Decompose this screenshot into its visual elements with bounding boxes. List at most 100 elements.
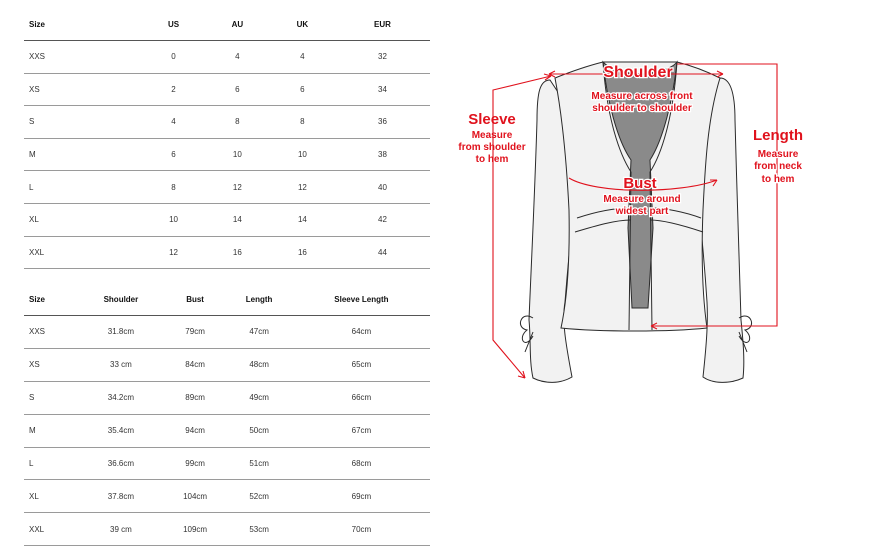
size-cell: M [24,414,78,448]
value-cell: 31.8cm [77,315,165,349]
value-cell: 53cm [225,512,293,547]
value-cell: 6 [269,73,335,107]
value-cell: 37.8cm [77,479,165,514]
column-header: Size [24,283,78,316]
length-desc: Measure [758,149,799,160]
column-header: Length [225,283,293,316]
waist-lace-right [649,207,702,219]
value-cell: 8 [269,105,335,139]
left-cuff-tie [519,315,534,353]
size-cell: L [24,447,78,481]
value-cell: 2 [142,73,205,107]
value-cell: 47cm [225,315,293,349]
length-desc: to hem [762,174,795,185]
value-cell: 89cm [164,381,226,415]
value-cell: 65cm [292,348,430,382]
value-cell: 14 [204,203,270,237]
size-cell: XL [24,203,143,237]
value-cell: 6 [142,138,205,172]
size-cell: L [24,170,143,204]
bust-arrow [568,177,718,191]
value-cell: 12 [269,170,335,204]
size-cell: XXL [24,512,78,547]
front-edge-right [649,61,678,331]
value-cell: 68cm [292,447,430,481]
value-cell: 32 [334,40,430,74]
value-cell: 48cm [225,348,293,382]
value-cell: 38 [334,138,430,172]
value-cell: 35.4cm [77,414,165,448]
value-cell: 10 [142,203,205,237]
size-cell: XXS [24,40,143,74]
column-header: Bust [164,283,226,316]
value-cell: 10 [204,138,270,172]
waist-lace-right-2 [649,219,704,233]
value-cell: 99cm [164,447,226,481]
length-desc: from neck [754,161,802,172]
shoulder-label: Shoulder [603,64,672,81]
value-cell: 64cm [292,315,430,349]
column-header: Size [24,8,143,41]
shoulder-desc: shoulder to shoulder [592,103,692,114]
size-cell: XXS [24,315,78,349]
shoulder-desc: Measure across front [591,91,693,102]
value-cell: 50cm [225,414,293,448]
value-cell: 14 [269,203,335,237]
sleeve-arrow [492,75,552,379]
value-cell: 66cm [292,381,430,415]
sleeve-desc: Measure [472,130,513,141]
value-cell: 36 [334,105,430,139]
value-cell: 94cm [164,414,226,448]
value-cell: 8 [204,105,270,139]
value-cell: 8 [142,170,205,204]
value-cell: 16 [204,236,270,270]
length-label: Length [753,127,803,144]
value-cell: 4 [269,40,335,74]
value-cell: 79cm [164,315,226,349]
value-cell: 70cm [292,512,430,547]
size-cell: S [24,381,78,415]
bust-desc: Measure around [603,194,680,205]
bust-label: Bust [623,175,656,192]
value-cell: 42 [334,203,430,237]
value-cell: 4 [204,40,270,74]
size-cell: XS [24,348,78,382]
right-cuff-tie [738,315,753,353]
column-header: AU [204,8,270,41]
value-cell: 69cm [292,479,430,514]
size-cell: S [24,105,143,139]
value-cell: 4 [142,105,205,139]
front-edge-left [602,61,632,331]
value-cell: 40 [334,170,430,204]
value-cell: 34.2cm [77,381,165,415]
value-cell: 44 [334,236,430,270]
sleeve-label: Sleeve [468,111,516,128]
value-cell: 34 [334,73,430,107]
garment-illustration: Shoulder Measure across front shoulder t… [458,60,804,383]
size-cell: M [24,138,143,172]
value-cell: 51cm [225,447,293,481]
sleeve-desc: from shoulder [458,142,525,153]
value-cell: 6 [204,73,270,107]
value-cell: 0 [142,40,205,74]
column-header: EUR [334,8,430,41]
column-header: Shoulder [77,283,165,316]
column-header: US [142,8,205,41]
value-cell: 12 [204,170,270,204]
value-cell: 49cm [225,381,293,415]
